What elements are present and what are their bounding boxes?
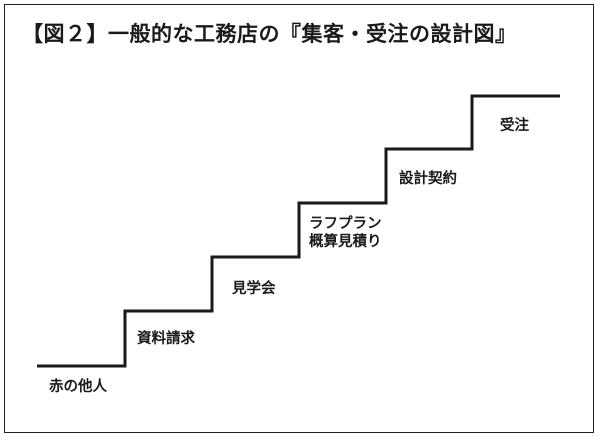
step-label-stranger: 赤の他人 [49,378,107,396]
step-label-text: 設計契約 [399,171,457,187]
staircase-line [37,94,560,368]
figure-title: 【図２】一般的な工務店の『集客・受注の設計図』 [22,22,517,46]
step-label-order-received: 受注 [500,117,529,135]
step-label-text: 赤の他人 [49,379,107,395]
step-label-text: 見学会 [232,281,276,297]
step-label-brochure-request: 資料請求 [137,330,195,348]
step-label-text-line1: ラフプラン [309,216,382,232]
step-label-design-contract: 設計契約 [399,170,457,188]
step-label-text: 受注 [500,118,529,134]
step-label-text-line2: 概算見積り [309,234,382,250]
step-label-rough-plan-estimate: ラフプラン 概算見積り [309,215,382,251]
step-label-text: 資料請求 [137,331,195,347]
step-label-open-house: 見学会 [232,280,276,298]
